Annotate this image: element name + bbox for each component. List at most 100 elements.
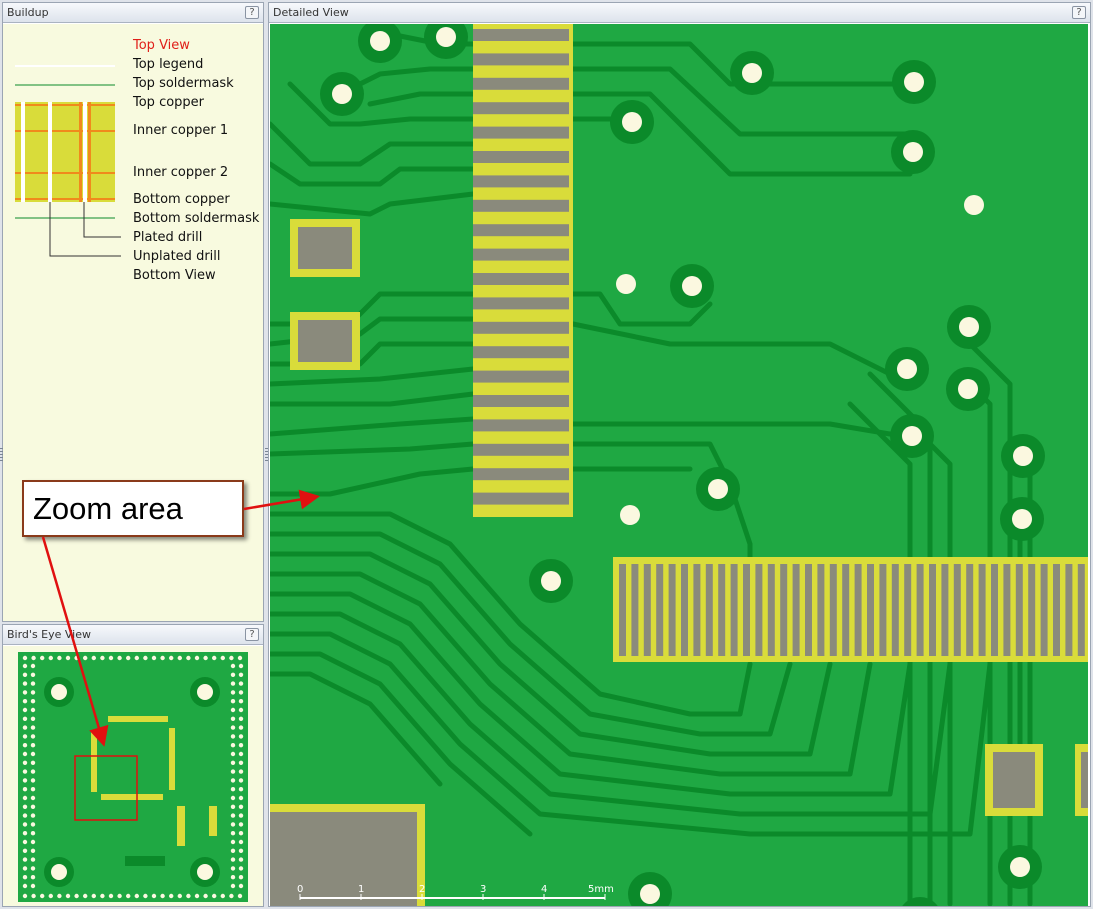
ic-vertical-pad — [473, 224, 569, 237]
layer-bottom-view[interactable]: Bottom View — [133, 268, 216, 283]
thumb-pad — [22, 813, 28, 818]
layer-inner-copper-2[interactable]: Inner copper 2 — [133, 165, 229, 180]
thumb-pad — [22, 778, 28, 783]
layer-bottom-copper[interactable]: Bottom copper — [133, 192, 230, 207]
via-hole — [682, 276, 702, 296]
thumb-pad — [230, 804, 236, 809]
layer-bottom-soldermask[interactable]: Bottom soldermask — [133, 211, 260, 226]
thumb-pad — [30, 831, 36, 836]
ic-horizontal-pad — [929, 564, 936, 656]
thumb-pad — [230, 734, 236, 739]
thumb-pad — [22, 769, 28, 774]
detailed-view-help-button[interactable]: ? — [1072, 6, 1086, 19]
board-thumbnail[interactable] — [3, 646, 264, 907]
pcb-detailed-canvas[interactable]: 0 1 2 3 4 5mm — [270, 24, 1088, 907]
ic-vertical-pads — [473, 29, 569, 505]
thumb-pad — [31, 655, 36, 661]
ic-vertical-pad — [473, 492, 569, 505]
layer-top-soldermask[interactable]: Top soldermask — [133, 76, 234, 91]
ic-vertical-pad — [473, 321, 569, 334]
ic-vertical-pad — [473, 248, 569, 261]
thumb-pad — [238, 795, 244, 801]
thumb-pad — [108, 655, 114, 661]
thumb-pad — [238, 690, 244, 695]
thumb-pad — [117, 893, 122, 899]
thumb-pad — [57, 655, 62, 661]
ic-horizontal-pad — [619, 564, 626, 656]
thumb-pad — [30, 760, 36, 765]
thumb-pad — [220, 893, 225, 899]
thumb-mount-hole-1-center — [51, 684, 67, 700]
board-background — [270, 24, 1088, 906]
thumb-pad — [194, 655, 200, 661]
birds-eye-help-button[interactable]: ? — [245, 628, 259, 641]
layer-top-legend[interactable]: Top legend — [133, 57, 204, 72]
thumb-pad — [126, 655, 131, 661]
thumb-pad — [126, 893, 131, 899]
thumb-pad — [238, 725, 244, 730]
vertical-splitter-middle[interactable] — [265, 448, 268, 462]
ic-horizontal-pad — [904, 564, 912, 656]
thumb-pad — [22, 875, 28, 880]
detailed-view-panel: Detailed View ? — [268, 2, 1091, 907]
ic-horizontal-pad — [705, 564, 713, 656]
smd-pad-large-inner — [270, 812, 417, 906]
thumb-pad — [238, 751, 244, 757]
ic-horizontal-pad — [978, 564, 986, 656]
thumb-pad — [100, 893, 105, 899]
layer-unplated-drill[interactable]: Unplated drill — [133, 249, 221, 264]
thumb-pad — [30, 778, 36, 783]
ic-horizontal-pad — [631, 564, 639, 656]
layer-inner-copper-1[interactable]: Inner copper 1 — [133, 123, 229, 138]
thumb-chip-top — [108, 716, 168, 722]
thumb-pad — [22, 716, 28, 721]
thumb-pad — [160, 893, 165, 899]
thumb-pad — [22, 699, 28, 704]
thumb-pad — [30, 743, 36, 748]
thumb-pad — [22, 831, 28, 836]
thumb-pad — [30, 857, 36, 862]
thumb-pad — [238, 831, 244, 836]
buildup-help-button[interactable]: ? — [245, 6, 259, 19]
ic-vertical-pad — [473, 53, 569, 66]
thumb-pad — [203, 655, 208, 661]
via-hole — [904, 72, 924, 92]
via-ring — [902, 897, 938, 906]
via-group — [320, 24, 1045, 906]
ic-horizontal-pad — [953, 564, 961, 656]
thumb-pad — [230, 707, 236, 713]
thumb-pad — [186, 655, 191, 661]
thumb-zoom-rect[interactable] — [74, 755, 138, 821]
thumb-pad — [230, 778, 236, 783]
via-hole — [622, 112, 642, 132]
thumb-pad — [83, 655, 88, 661]
thumb-pad — [238, 857, 244, 862]
thumb-pad — [212, 655, 217, 661]
ic-vertical-footprint — [473, 24, 573, 517]
vertical-splitter-left[interactable] — [0, 448, 3, 462]
zoom-area-callout: Zoom area — [22, 480, 244, 537]
via-hole — [640, 884, 660, 904]
thumb-chip-far-right — [209, 806, 217, 836]
thumb-pad — [30, 769, 36, 774]
ic-horizontal-pad — [1053, 564, 1060, 656]
thumb-pad — [238, 866, 244, 871]
thumb-chip-lower-right — [177, 806, 185, 846]
thumb-pad — [230, 795, 236, 801]
thumb-label-block — [125, 856, 165, 866]
thumb-pad — [238, 734, 244, 739]
birds-eye-panel: Bird's Eye View ? — [2, 624, 264, 907]
thumb-pad — [30, 883, 36, 889]
thumb-pad — [186, 893, 191, 899]
scale-bar: 0 1 2 3 4 5mm — [297, 884, 614, 900]
thumb-pad — [238, 743, 244, 748]
drill-column-3 — [83, 102, 87, 202]
layer-top-view[interactable]: Top View — [133, 38, 190, 53]
thumb-pad — [22, 663, 28, 669]
layer-top-copper[interactable]: Top copper — [133, 95, 205, 110]
layer-plated-drill[interactable]: Plated drill — [133, 230, 203, 245]
thumb-pad — [238, 883, 244, 889]
thumb-pad — [30, 875, 36, 880]
thumb-pad — [22, 707, 28, 713]
ic-horizontal-pad — [718, 564, 726, 656]
